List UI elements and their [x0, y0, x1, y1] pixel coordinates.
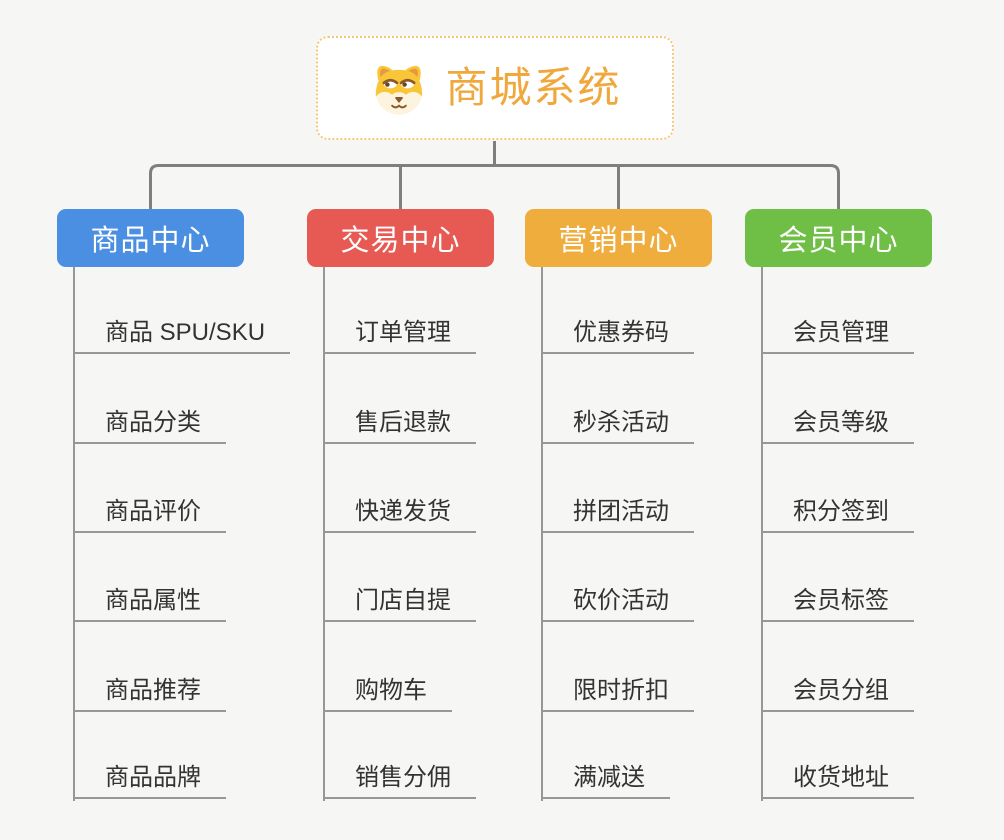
marketing-center-spine-connector	[541, 267, 543, 801]
leaf-node-product-center-1[interactable]: 商品分类	[73, 407, 226, 444]
leaf-node-product-center-0[interactable]: 商品 SPU/SKU	[73, 317, 291, 354]
leaf-node-member-center-0[interactable]: 会员管理	[761, 317, 914, 354]
root-node[interactable]: 商城系统	[316, 36, 674, 140]
product-center-spine-connector	[73, 267, 75, 801]
leaf-node-product-center-4[interactable]: 商品推荐	[73, 675, 226, 712]
member-center-spine-connector	[761, 267, 763, 801]
leaf-node-trade-center-1[interactable]: 售后退款	[323, 407, 476, 444]
leaf-node-member-center-2[interactable]: 积分签到	[761, 496, 914, 533]
leaf-node-trade-center-0[interactable]: 订单管理	[323, 317, 476, 354]
branch-node-member-center[interactable]: 会员中心	[745, 209, 932, 267]
leaf-node-member-center-4[interactable]: 会员分组	[761, 675, 914, 712]
leaf-node-member-center-3[interactable]: 会员标签	[761, 585, 914, 622]
leaf-node-product-center-2[interactable]: 商品评价	[73, 496, 226, 533]
root-title: 商城系统	[445, 64, 622, 111]
leaf-node-marketing-center-3[interactable]: 砍价活动	[541, 585, 694, 622]
leaf-node-product-center-5[interactable]: 商品品牌	[73, 762, 226, 799]
leaf-node-trade-center-5[interactable]: 销售分佣	[323, 762, 476, 799]
branch-node-product-center[interactable]: 商品中心	[57, 209, 244, 267]
leaf-node-trade-center-4[interactable]: 购物车	[323, 675, 452, 712]
leaf-node-product-center-3[interactable]: 商品属性	[73, 585, 226, 622]
leaf-node-marketing-center-1[interactable]: 秒杀活动	[541, 407, 694, 444]
leaf-node-marketing-center-0[interactable]: 优惠券码	[541, 317, 694, 354]
leaf-node-trade-center-2[interactable]: 快递发货	[323, 496, 476, 533]
leaf-node-marketing-center-2[interactable]: 拼团活动	[541, 496, 694, 533]
trade-center-spine-connector	[323, 267, 325, 801]
dog-face-icon	[376, 65, 423, 115]
leaf-node-member-center-5[interactable]: 收货地址	[761, 762, 914, 799]
leaf-node-member-center-1[interactable]: 会员等级	[761, 407, 914, 444]
leaf-node-marketing-center-4[interactable]: 限时折扣	[541, 675, 694, 712]
branch-node-marketing-center[interactable]: 营销中心	[525, 209, 712, 267]
leaf-node-trade-center-3[interactable]: 门店自提	[323, 585, 476, 622]
branch-bus-connector	[149, 164, 840, 209]
branch-node-trade-center[interactable]: 交易中心	[307, 209, 494, 267]
leaf-node-marketing-center-5[interactable]: 满减送	[541, 762, 670, 799]
